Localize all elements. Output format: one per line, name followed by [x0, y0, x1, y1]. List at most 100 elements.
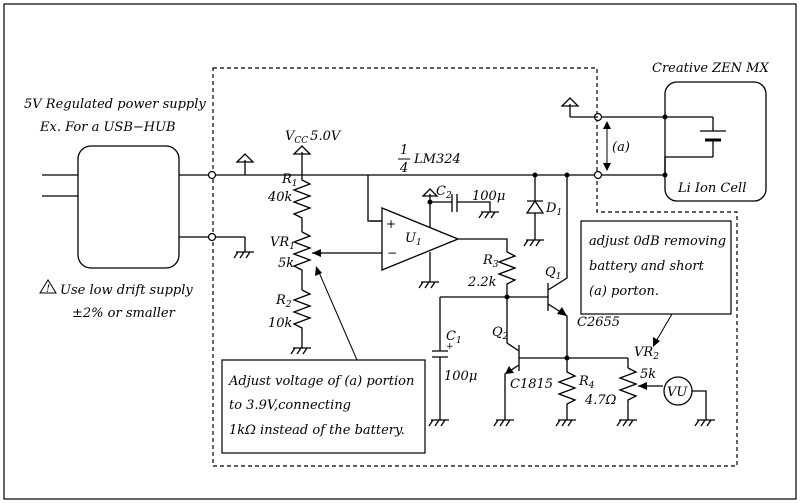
r4-ref: R4	[578, 374, 595, 391]
r1-resistor	[292, 175, 312, 232]
vcc-arrow-divider	[292, 145, 312, 175]
note-adjust-0db-pointer	[654, 313, 673, 344]
opamp-symbol	[381, 207, 460, 271]
c2-capacitor	[451, 194, 491, 212]
opamp-ref: U1	[405, 231, 422, 248]
note-adjust-voltage-pointer	[317, 269, 358, 361]
note-adjust-voltage-line1: Adjust voltage of (a) portion	[228, 374, 414, 389]
note-adjust-0db-line3: (a) porton.	[589, 284, 659, 299]
note-adjust-0db-box	[580, 220, 732, 315]
r1-value: 40k	[267, 190, 293, 205]
vu-meter-stage: VR2 5k VU	[616, 345, 715, 427]
vr1-ref: VR1	[270, 235, 295, 252]
vr1-wiper-arrow	[312, 249, 321, 257]
device-name: Creative ZEN MX	[652, 61, 769, 76]
q2-part: C1815	[510, 377, 553, 392]
power-adapter-icon	[77, 145, 180, 269]
battery-symbol	[700, 117, 726, 157]
vr1-value: 5k	[278, 256, 294, 271]
note-adjust-0db-line1: adjust 0dB removing	[589, 234, 726, 249]
driver-stage: R3 2.2k + C1 100μ Q1 C2655 Q2 C1815	[428, 172, 628, 427]
ground-symbol-c2	[478, 211, 499, 219]
vu-ground-wire	[692, 390, 707, 420]
outer-frame	[3, 3, 797, 500]
device-vcc-arrow	[560, 97, 598, 118]
note-adjust-voltage-line2: to 3.9V,connecting	[229, 398, 351, 413]
c2-ref: C2	[436, 184, 452, 201]
opamp-fraction-den: 4	[399, 161, 408, 176]
opamp-output-wire	[458, 238, 508, 252]
opamp-part: LM324	[413, 152, 461, 167]
ground-symbol-c1	[428, 419, 449, 427]
ground-symbol-vu	[694, 419, 715, 427]
vr1-potentiometer	[292, 231, 312, 290]
opamp-minus: −	[387, 246, 397, 260]
note-adjust-0db-pointer-head	[653, 337, 660, 347]
warning-tolerance: ±2% or smaller	[72, 306, 176, 321]
q2-collector	[506, 342, 520, 352]
r4-value: 4.7Ω	[584, 393, 617, 408]
device-top-node	[662, 114, 668, 120]
opamp-power-wire	[429, 201, 452, 227]
q1-emitter-arrow	[557, 307, 567, 316]
note-adjust-0db-line2: battery and short	[589, 259, 705, 274]
diode-d1: D1	[523, 172, 562, 247]
note-adjust-voltage-pointer-head	[315, 266, 322, 276]
note-adjust-voltage-line3: 1kΩ instead of the battery.	[229, 423, 405, 438]
d1-ref: D1	[545, 201, 562, 218]
battery-bottom-terminal	[593, 170, 603, 180]
power-supply: 5V Regulated power supply Ex. For a USB−…	[24, 97, 595, 321]
d1-symbol	[525, 199, 545, 214]
note-adjust-voltage-box	[221, 359, 426, 454]
ground-symbol-opamp	[418, 281, 439, 289]
ground-symbol-supply	[233, 237, 254, 259]
dashed-enclosure	[212, 67, 738, 467]
ground-symbol-vr2	[616, 419, 637, 427]
q2-emitter-arrow	[505, 366, 514, 374]
r2-ref: R2	[275, 293, 292, 310]
q1-collector	[547, 175, 568, 291]
c1-ref: C1	[446, 329, 462, 346]
warning-text: Use low drift supply	[60, 283, 193, 298]
vcc-arrow-symbol	[235, 153, 255, 175]
opamp-power-arrow	[421, 188, 439, 202]
supply-ground-terminal	[207, 232, 217, 242]
portion-a-label: (a)	[612, 140, 630, 155]
vu-meter-label: VU	[667, 385, 688, 400]
q1-ref: Q1	[545, 265, 561, 282]
c2-value: 100μ	[472, 189, 505, 204]
opamp-feedback-wire	[367, 175, 382, 222]
vr2-ref: VR2	[634, 345, 659, 362]
r1-ref: R1	[281, 172, 298, 189]
power-supply-subtitle: Ex. For a USB−HUB	[39, 120, 176, 135]
portion-a-arrow-head-bottom	[603, 163, 611, 171]
ground-symbol-r2	[290, 344, 311, 355]
device-zen-mx: Creative ZEN MX Li Ion Cell (a)	[560, 61, 769, 202]
power-supply-title: 5V Regulated power supply	[24, 97, 206, 112]
r3-resistor	[497, 251, 517, 297]
vr2-wiper-arrow	[638, 382, 647, 390]
ground-symbol-r4	[555, 419, 576, 427]
note-adjust-voltage: Adjust voltage of (a) portion to 3.9V,co…	[221, 266, 426, 454]
warning-icon	[39, 279, 57, 294]
opamp-fraction-num: 1	[400, 143, 408, 158]
r4-resistor	[557, 358, 577, 420]
portion-a-arrow-head-top	[603, 121, 611, 129]
vr2-potentiometer	[618, 367, 638, 420]
ground-symbol-q2	[493, 419, 514, 427]
r2-resistor	[292, 289, 312, 344]
ground-symbol-d1	[523, 239, 544, 247]
c1-polarity: +	[446, 342, 454, 352]
warning-icon-mark: !	[46, 284, 50, 295]
r3-value: 2.2k	[467, 275, 497, 290]
q1-collector-node	[564, 172, 570, 178]
r3-ref: R3	[482, 253, 499, 270]
opamp: 1 4 LM324 + − U1 C2 100μ	[367, 143, 508, 289]
note-adjust-0db: adjust 0dB removing battery and short (a…	[580, 220, 732, 347]
r2-value: 10k	[268, 316, 293, 331]
q1-part: C2655	[577, 315, 620, 330]
device-outline	[664, 81, 767, 202]
